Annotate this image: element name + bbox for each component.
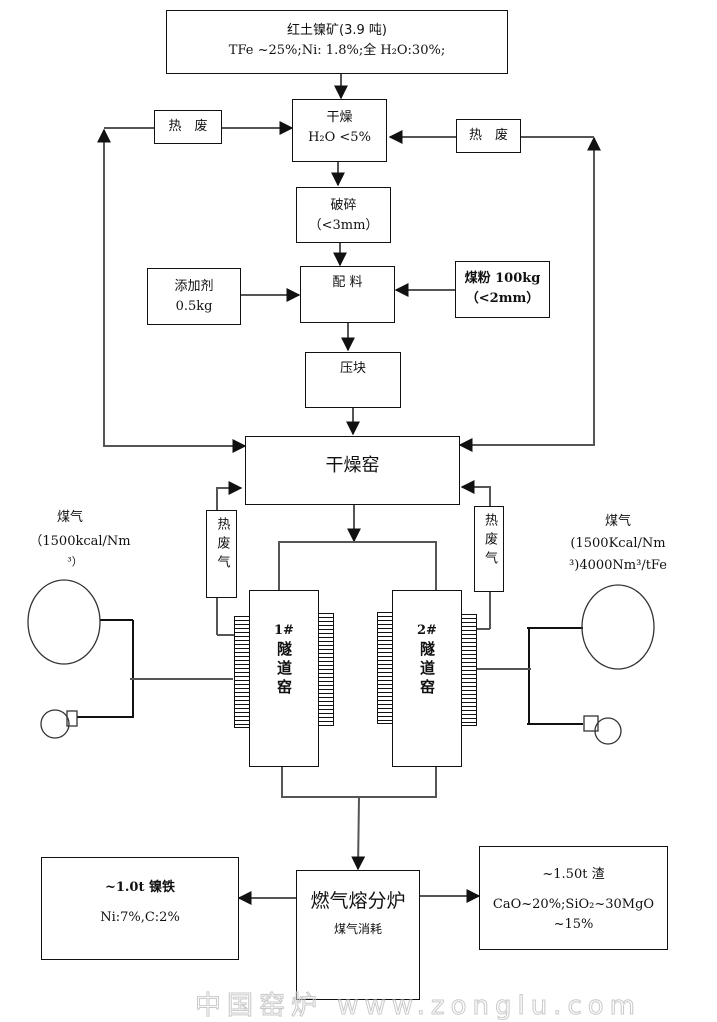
gas-left-label: 煤气 （1500kcal/Nm ³）: [15, 508, 145, 572]
slag-title: ~1.50t 渣: [542, 867, 605, 882]
laterite-ore-box: 红土镍矿(3.9 吨) TFe ~25%;Ni: 1.8%;全 H₂O:30%;: [166, 10, 508, 74]
loop-right: [458, 136, 601, 452]
waste-gas-left-label: 热废气: [214, 517, 230, 574]
waste-gas-left-box: 热废气: [206, 510, 237, 598]
slag-box: ~1.50t 渣 CaO~20%;SiO₂~30MgO~15%: [479, 846, 668, 950]
gas-right-label: 煤气 (1500Kcal/Nm ³)4000Nm³/tFe: [553, 512, 683, 576]
gas-right-spec-2: ³)4000Nm³/tFe: [569, 558, 667, 573]
batching-title: 配 料: [332, 275, 363, 290]
additive-box: 添加剂 0.5kg: [147, 268, 241, 325]
crushing-spec: （<3mm）: [308, 218, 379, 233]
ore-title: 红土镍矿(3.9 吨): [287, 23, 387, 38]
arrow-tunnels-to-smelter: [351, 796, 366, 871]
crushing-box: 破碎 （<3mm）: [296, 187, 391, 243]
briquetting-box: 压块: [305, 352, 401, 408]
blower-right: [594, 717, 622, 745]
loop-left: [97, 128, 247, 453]
ferronickel-spec: Ni:7%,C:2%: [100, 910, 180, 925]
kiln2-fins-right: [461, 614, 477, 726]
blower-left: [40, 709, 70, 739]
ferronickel-title: ~1.0t 镍铁: [104, 880, 176, 895]
waste-gas-right-label: 热废气: [482, 513, 497, 570]
drying-spec: H₂O <5%: [308, 130, 371, 145]
drying-box: 干燥 H₂O <5%: [292, 99, 387, 162]
tunnel-kiln-2-box: 2# 隧道窑: [392, 590, 462, 767]
ore-spec: TFe ~25%;Ni: 1.8%;全 H₂O:30%;: [228, 43, 446, 58]
waste-gas-right-box: 热废气: [474, 506, 504, 592]
slag-spec: CaO~20%;SiO₂~30MgO~15%: [492, 897, 655, 932]
tunnel-kiln-1-box: 1# 隧道窑: [249, 590, 319, 767]
additive-amount: 0.5kg: [175, 299, 213, 314]
coal-powder-title: 煤粉 100kg: [464, 271, 541, 286]
coal-powder-box: 煤粉 100kg （<2mm）: [455, 261, 550, 318]
kiln2-fins-left: [377, 612, 393, 724]
waste-heat-right-box: 热 废: [456, 119, 521, 153]
gas-left-title: 煤气: [56, 510, 83, 525]
gas-left-spec-1: （1500kcal/Nm: [29, 534, 131, 549]
coal-powder-spec: （<2mm）: [465, 291, 540, 306]
ferronickel-box: ~1.0t 镍铁 Ni:7%,C:2%: [41, 857, 239, 960]
drying-kiln-box: 干燥窑: [245, 436, 460, 505]
waste-heat-right-label: 热 废: [468, 128, 508, 143]
waste-heat-left-box: 热 废: [154, 110, 222, 144]
smelter-title: 燃气熔分炉: [310, 890, 406, 912]
gas-right-spec-1: (1500Kcal/Nm: [570, 536, 666, 551]
kiln2-name: 隧道窑: [418, 641, 436, 698]
gas-left-spec-2: ³）: [67, 555, 83, 568]
waste-heat-left-label: 热 废: [168, 119, 208, 134]
kiln1-fins-right: [318, 613, 334, 726]
additive-title: 添加剂: [174, 279, 214, 294]
crushing-title: 破碎: [330, 198, 357, 213]
briquetting-title: 压块: [339, 361, 366, 376]
gas-right-title: 煤气: [604, 514, 631, 529]
kiln1-fins-left: [234, 616, 250, 728]
kiln1-number: 1#: [274, 623, 294, 638]
kiln2-number: 2#: [417, 623, 437, 638]
drying-kiln-title: 干燥窑: [325, 455, 380, 476]
watermark: 中国窑炉 www.zonglu.com: [195, 991, 641, 1022]
drying-title: 干燥: [326, 110, 353, 125]
gas-holder-right: [581, 584, 655, 670]
gas-holder-left: [27, 579, 101, 665]
kiln1-name: 隧道窑: [275, 641, 293, 698]
batching-box: 配 料: [300, 266, 395, 323]
gas-smelter-box: 燃气熔分炉 煤气消耗: [296, 870, 420, 1000]
smelter-note: 煤气消耗: [333, 922, 382, 936]
